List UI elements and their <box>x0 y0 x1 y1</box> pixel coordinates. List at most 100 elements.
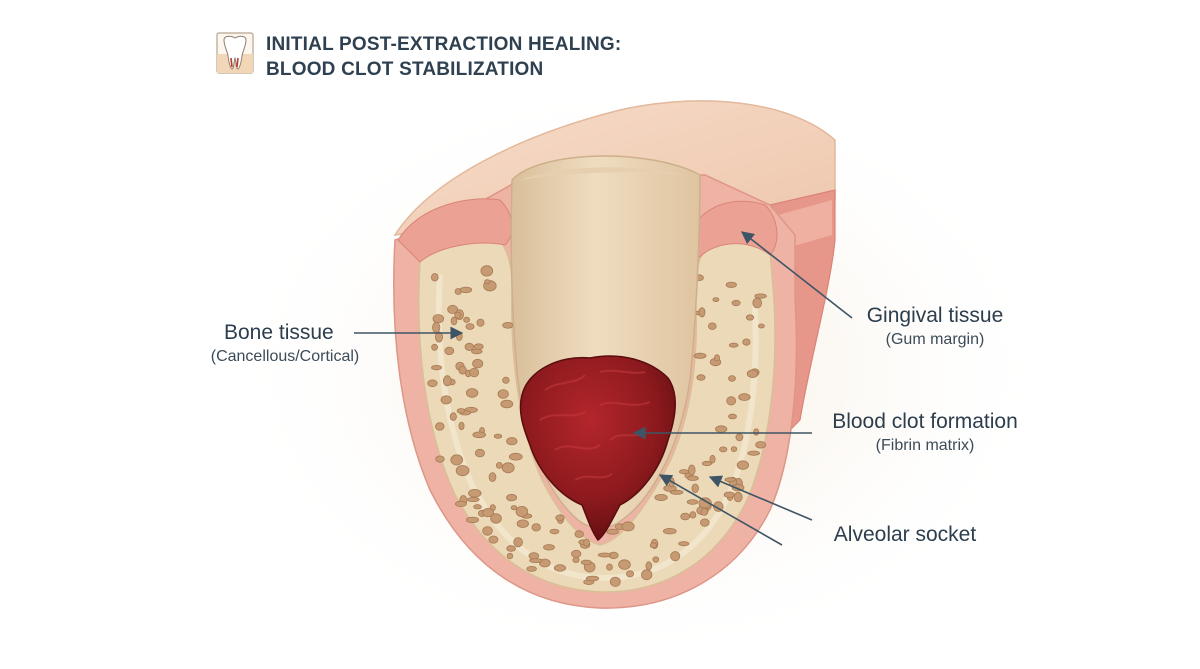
bone-pore <box>735 433 744 442</box>
title-line-2: BLOOD CLOT STABILIZATION <box>266 59 544 80</box>
bone-pore <box>709 454 716 464</box>
bone-pore <box>506 552 514 560</box>
label-bone-tissue: Bone tissue (Cancellous/Cortical) <box>190 320 380 368</box>
bone-pore <box>597 552 612 558</box>
bone-pore <box>444 346 455 355</box>
bone-pore <box>742 338 751 346</box>
bone-pore <box>471 348 483 355</box>
bone-pore <box>482 507 495 518</box>
bone-pore <box>463 316 471 323</box>
bone-pore <box>473 343 484 350</box>
bone-pore <box>572 557 580 564</box>
bone-pore <box>529 558 543 563</box>
bone-pore <box>678 541 690 547</box>
bone-pore <box>528 552 540 560</box>
bone-pore <box>698 497 712 509</box>
bone-pore <box>472 358 484 369</box>
gum-margin-right <box>689 200 778 264</box>
blood-clot <box>519 355 676 542</box>
bone-pore <box>753 428 760 436</box>
bone-pore <box>585 575 600 582</box>
bone-pore <box>733 491 743 503</box>
bone-pore <box>654 493 668 501</box>
bone-pore <box>455 465 470 477</box>
bone-pore <box>730 446 738 453</box>
bone-pore <box>618 559 631 570</box>
bone-pore <box>698 307 706 318</box>
bone-pore <box>686 499 699 505</box>
bone-pore <box>606 528 619 535</box>
bone-pore <box>701 460 713 467</box>
bone-pore <box>500 399 514 409</box>
bone-pore <box>465 388 479 398</box>
label-blood-clot: Blood clot formation (Fibrin matrix) <box>815 409 1035 457</box>
bone-pore <box>728 413 737 420</box>
bone-pore <box>513 537 523 548</box>
bone-pore <box>746 369 759 378</box>
label-gingival-tissue: Gingival tissue (Gum margin) <box>850 303 1020 351</box>
bone-pore <box>687 475 699 481</box>
bone-pore <box>747 450 760 456</box>
label-alveolar-socket: Alveolar socket <box>815 522 995 548</box>
bone-pore <box>621 521 635 532</box>
bone-pore <box>450 454 464 466</box>
bone-pore <box>495 461 503 469</box>
bone-pore <box>431 364 442 371</box>
bone-pore <box>466 496 480 502</box>
bone-pore <box>456 408 466 414</box>
bone-pore <box>580 559 592 566</box>
bone-pore <box>728 375 736 382</box>
bone-pore <box>442 375 452 387</box>
bone-pore <box>440 395 452 405</box>
bone-pore <box>465 516 479 524</box>
bone-pore <box>450 316 458 326</box>
bone-pore <box>553 564 567 572</box>
bone-pore <box>435 422 445 431</box>
bone-pore <box>458 421 465 431</box>
bone-pore <box>725 281 737 288</box>
label-bone-main: Bone tissue <box>224 321 334 344</box>
bone-pore <box>755 441 767 449</box>
bone-pore <box>454 311 462 319</box>
bone-pore <box>447 304 459 314</box>
bone-pore <box>700 507 709 516</box>
bone-pore <box>480 265 494 277</box>
bone-pore <box>490 513 502 524</box>
bone-pore <box>662 528 677 535</box>
leader-socket-1 <box>658 474 783 546</box>
bone-pore <box>583 538 590 547</box>
bone-pore <box>670 551 681 562</box>
bone-pore <box>526 566 537 572</box>
bone-pore <box>468 488 482 498</box>
bone-pore <box>469 367 480 378</box>
bone-pore <box>754 293 767 299</box>
bone-pore <box>609 576 621 587</box>
bone-pore <box>731 299 741 307</box>
bone-pore <box>459 286 473 294</box>
bone-pore <box>484 279 491 285</box>
bone-pore <box>502 376 510 384</box>
bone-pore <box>543 544 555 551</box>
socket-rim <box>520 167 695 180</box>
bone-pore <box>728 342 739 348</box>
bone-pore <box>472 431 487 439</box>
bone-pore <box>473 504 482 510</box>
title-line-1: INITIAL POST-EXTRACTION HEALING: <box>266 34 622 55</box>
cancellous-pores <box>427 265 767 587</box>
bone-pore <box>719 446 728 453</box>
bone-pore <box>515 505 529 517</box>
bone-pore <box>501 462 515 474</box>
bone-pore <box>678 469 690 475</box>
bone-pore <box>712 297 720 303</box>
leader-lines <box>354 231 853 546</box>
bone-pore <box>715 425 728 433</box>
bone-pore <box>707 322 717 330</box>
bone-pore <box>549 528 560 535</box>
bone-pore <box>432 321 441 334</box>
bone-pore <box>488 472 497 482</box>
leader-socket-2 <box>708 475 813 521</box>
bone-pore <box>434 331 443 343</box>
bone-pore <box>606 563 613 571</box>
bone-pore <box>626 570 635 578</box>
